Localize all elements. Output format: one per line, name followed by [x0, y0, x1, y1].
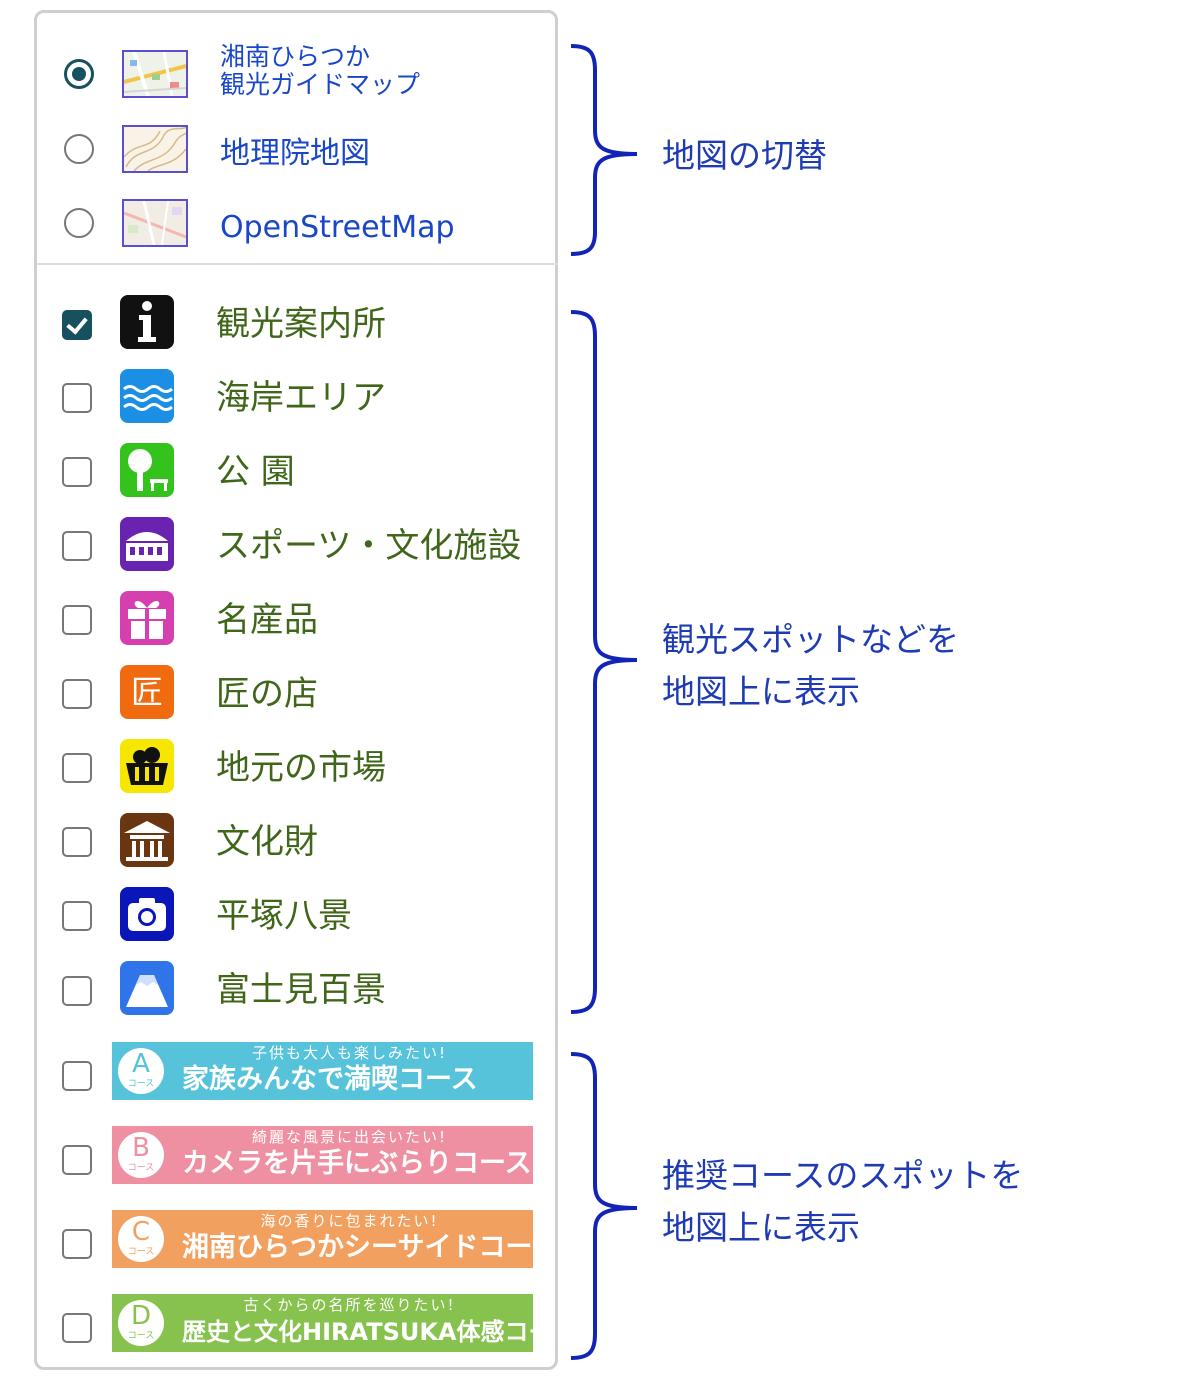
map-option-osm[interactable]: OpenStreetMap [0, 194, 560, 254]
category-label-specialty: 名産品 [216, 600, 318, 640]
category-item-info[interactable]: 観光案内所 [0, 292, 560, 352]
course-checkbox-b[interactable] [62, 1145, 92, 1175]
course-item-d[interactable]: D コース 古くからの名所を巡りたい! 歴史と文化HIRATSUKA体感コース [0, 1292, 560, 1356]
category-label-info: 観光案内所 [216, 304, 386, 344]
category-item-takumi[interactable]: 匠 匠の店 [0, 662, 560, 722]
category-label-park: 公 園 [216, 452, 295, 492]
category-checkbox-info[interactable] [62, 310, 92, 340]
category-checkbox-specialty[interactable] [62, 605, 92, 635]
mount-fuji-icon [120, 961, 174, 1015]
course-name-d: 歴史と文化HIRATSUKA体感コース [182, 1318, 533, 1346]
osm-map-thumbnail-icon [122, 199, 188, 247]
category-checkbox-sports-culture[interactable] [62, 531, 92, 561]
course-tagline-a: 子供も大人も楽しみたい! [251, 1044, 447, 1062]
annotation-courses-line2: 地図上に表示 [662, 1208, 860, 1247]
course-badge-c: C コース [118, 1216, 164, 1262]
course-name-a: 家族みんなで満喫コース [182, 1064, 478, 1095]
category-label-cultural-property: 文化財 [216, 822, 318, 862]
category-checkbox-fuji-views[interactable] [62, 976, 92, 1006]
category-item-sports-culture[interactable]: スポーツ・文化施設 [0, 514, 560, 574]
category-item-market[interactable]: 地元の市場 [0, 736, 560, 796]
map-radio-osm[interactable] [64, 208, 94, 238]
course-tagline-c: 海の香りに包まれたい! [260, 1212, 439, 1230]
course-banner-d[interactable]: D コース 古くからの名所を巡りたい! 歴史と文化HIRATSUKA体感コース [112, 1294, 533, 1352]
course-tagline-d: 古くからの名所を巡りたい! [243, 1296, 456, 1314]
course-letter-a: A [132, 1049, 150, 1079]
course-letter-c: C [131, 1217, 151, 1247]
map-label-gsi: 地理院地図 [220, 136, 370, 171]
gift-icon [120, 591, 174, 645]
course-badge-b: B コース [118, 1132, 164, 1178]
waves-icon [120, 369, 174, 423]
tree-bench-icon [120, 443, 174, 497]
category-checkbox-market[interactable] [62, 753, 92, 783]
category-checkbox-cultural-property[interactable] [62, 827, 92, 857]
category-item-park[interactable]: 公 園 [0, 440, 560, 500]
category-item-coast[interactable]: 海岸エリア [0, 366, 560, 426]
map-radio-gsi[interactable] [64, 134, 94, 164]
map-option-gsi[interactable]: 地理院地図 [0, 120, 560, 180]
course-banner-c[interactable]: C コース 海の香りに包まれたい! 湘南ひらつかシーサイドコース [112, 1210, 533, 1268]
map-label-tourism-line2: 観光ガイドマップ [220, 70, 421, 99]
course-item-a[interactable]: A コース 子供も大人も楽しみたい! 家族みんなで満喫コース [0, 1040, 560, 1104]
section-divider [37, 263, 558, 265]
course-badge-d: D コース [118, 1300, 164, 1346]
category-item-hiratsuka-eight-views[interactable]: 平塚八景 [0, 884, 560, 944]
temple-icon [120, 813, 174, 867]
tourism-map-thumbnail-icon [122, 50, 188, 98]
category-checkbox-hiratsuka-eight-views[interactable] [62, 901, 92, 931]
category-checkbox-coast[interactable] [62, 383, 92, 413]
category-item-cultural-property[interactable]: 文化財 [0, 810, 560, 870]
category-item-fuji-views[interactable]: 富士見百景 [0, 958, 560, 1018]
category-checkbox-park[interactable] [62, 457, 92, 487]
building-icon [120, 517, 174, 571]
map-radio-tourism[interactable] [64, 59, 94, 89]
course-checkbox-a[interactable] [62, 1061, 92, 1091]
category-item-specialty[interactable]: 名産品 [0, 588, 560, 648]
bracket-courses-icon [570, 1052, 638, 1360]
course-tagline-b: 綺麗な風景に出会いたい! [251, 1128, 447, 1146]
category-label-coast: 海岸エリア [216, 378, 386, 418]
annotation-map-switch: 地図の切替 [662, 136, 827, 175]
category-label-fuji-views: 富士見百景 [216, 970, 386, 1010]
camera-icon [120, 887, 174, 941]
course-name-b: カメラを片手にぶらりコース [182, 1148, 532, 1179]
category-label-market: 地元の市場 [216, 748, 386, 788]
course-item-c[interactable]: C コース 海の香りに包まれたい! 湘南ひらつかシーサイドコース [0, 1208, 560, 1272]
course-letter-b: B [132, 1133, 150, 1163]
map-option-tourism[interactable]: 湘南ひらつか 観光ガイドマップ [0, 44, 560, 104]
takumi-icon: 匠 [120, 665, 174, 719]
course-badge-label-c: コース [127, 1247, 155, 1257]
map-label-tourism-line1: 湘南ひらつか [220, 42, 371, 71]
course-item-b[interactable]: B コース 綺麗な風景に出会いたい! カメラを片手にぶらりコース [0, 1124, 560, 1188]
course-banner-a[interactable]: A コース 子供も大人も楽しみたい! 家族みんなで満喫コース [112, 1042, 533, 1100]
map-label-osm: OpenStreetMap [220, 210, 455, 245]
course-banner-b[interactable]: B コース 綺麗な風景に出会いたい! カメラを片手にぶらりコース [112, 1126, 533, 1184]
course-badge-label-b: コース [127, 1163, 155, 1173]
course-badge-label-a: コース [127, 1079, 155, 1089]
category-label-takumi: 匠の店 [216, 674, 318, 714]
category-label-sports-culture: スポーツ・文化施設 [216, 526, 522, 566]
annotation-spots-line1: 観光スポットなどを [662, 620, 959, 659]
course-badge-label-d: コース [127, 1331, 155, 1341]
annotation-spots-line2: 地図上に表示 [662, 672, 860, 711]
course-checkbox-d[interactable] [62, 1313, 92, 1343]
category-checkbox-takumi[interactable] [62, 679, 92, 709]
basket-icon [120, 739, 174, 793]
info-icon [120, 295, 174, 349]
category-label-hiratsuka-eight-views: 平塚八景 [216, 896, 352, 936]
course-checkbox-c[interactable] [62, 1229, 92, 1259]
bracket-spots-icon [570, 310, 638, 1014]
course-letter-d: D [130, 1301, 152, 1331]
gsi-map-thumbnail-icon [122, 125, 188, 173]
annotation-courses-line1: 推奨コースのスポットを [662, 1156, 1024, 1195]
course-name-c: 湘南ひらつかシーサイドコース [182, 1232, 533, 1263]
bracket-map-switch-icon [570, 44, 638, 256]
takumi-icon-glyph: 匠 [130, 673, 163, 711]
course-badge-a: A コース [118, 1048, 164, 1094]
